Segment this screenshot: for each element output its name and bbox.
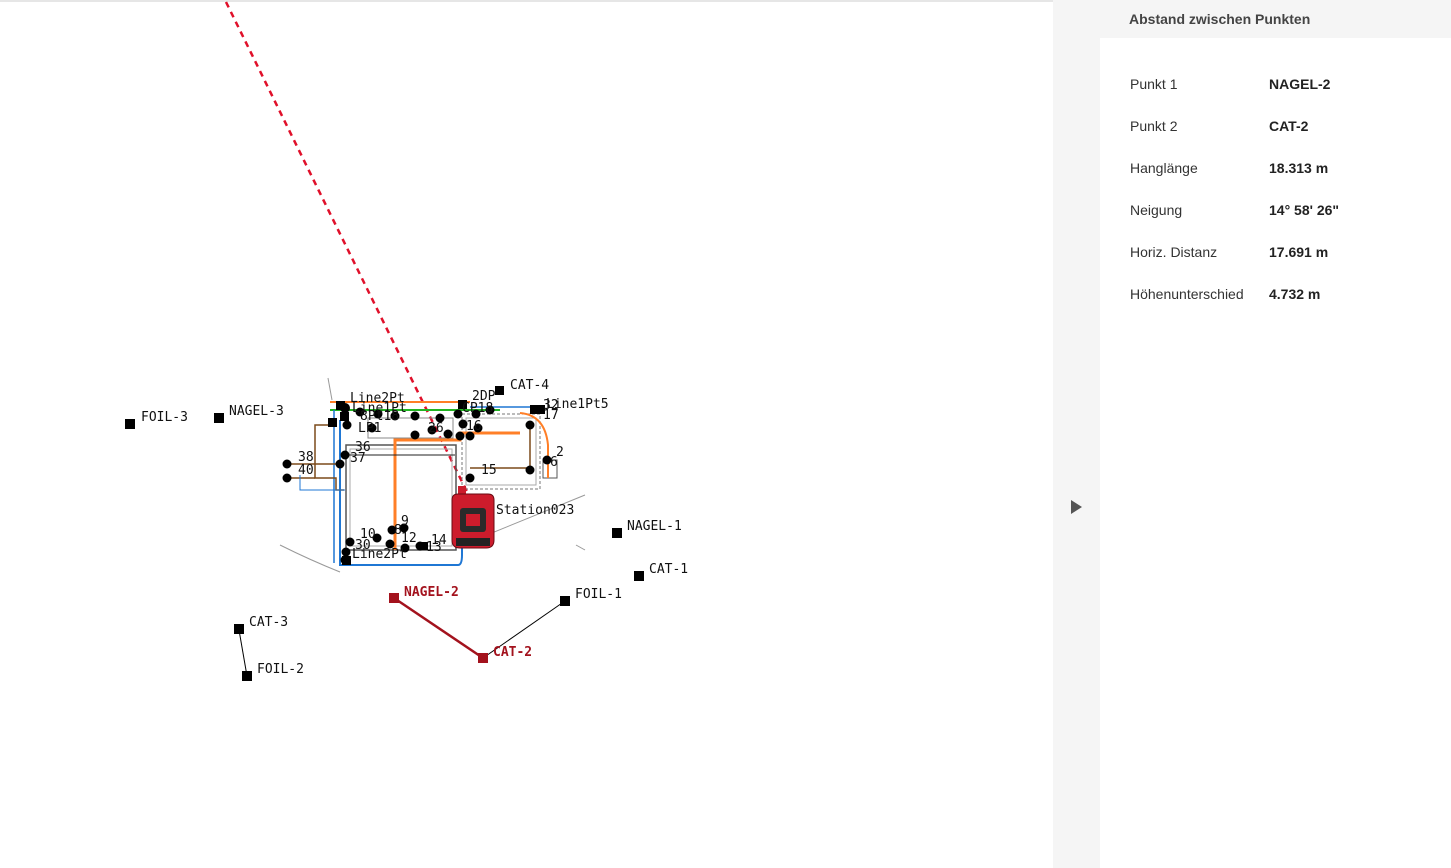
info-value: 14° 58' 26" (1269, 202, 1340, 218)
boundary-line (327, 377, 333, 401)
info-value: NAGEL-2 (1269, 76, 1331, 92)
info-label: Hanglänge (1130, 160, 1198, 176)
point-label: CAT-3 (249, 615, 288, 630)
info-row-horiz-distanz: Horiz. Distanz 17.691 m (1130, 242, 1328, 262)
svg-text:26: 26 (428, 421, 444, 436)
info-value: CAT-2 (1269, 118, 1309, 134)
map-canvas[interactable]: Line2Pt Line1Pt 8Pt18 2DP CP18 26 16 LP1… (0, 0, 1053, 868)
svg-text:Line2Pt: Line2Pt (352, 547, 407, 562)
point-number: 6 (550, 455, 558, 470)
svg-text:LP1: LP1 (358, 421, 381, 436)
svg-text:CP18: CP18 (462, 401, 493, 416)
control-point-nagel-3[interactable]: NAGEL-3 (214, 404, 284, 423)
point-label: NAGEL-2 (404, 585, 459, 600)
info-row-neigung: Neigung 14° 58' 26" (1130, 200, 1339, 220)
info-label: Punkt 2 (1130, 118, 1178, 134)
info-label: Höhenunterschied (1130, 286, 1244, 302)
point-number: 13 (426, 540, 442, 555)
info-label: Horiz. Distanz (1130, 244, 1218, 260)
svg-text:16: 16 (466, 419, 482, 434)
point-label: CAT-1 (649, 562, 688, 577)
point-label: FOIL-3 (141, 410, 188, 425)
control-point-nagel-1[interactable]: NAGEL-1 (612, 519, 682, 538)
point-number: 12 (401, 531, 417, 546)
control-point-cat-4[interactable]: CAT-4 (495, 378, 549, 395)
info-row-hoehenunterschied: Höhenunterschied 4.732 m (1130, 284, 1320, 304)
control-point-foil-2[interactable]: FOIL-2 (242, 662, 304, 681)
point-number: 38 (298, 450, 314, 465)
point-number: 8 (394, 523, 402, 538)
sight-line (224, 1, 472, 499)
control-point-cat-1[interactable]: CAT-1 (634, 562, 688, 581)
point-number: 30 (355, 538, 371, 553)
svg-text:Line1Pt: Line1Pt (352, 401, 407, 416)
total-station-icon[interactable] (451, 486, 495, 549)
info-label: Punkt 1 (1130, 76, 1178, 92)
svg-text:Line2Pt: Line2Pt (350, 391, 405, 406)
svg-text:2DP: 2DP (472, 389, 496, 404)
boundary-line (575, 544, 586, 551)
point-number: 40 (298, 463, 314, 478)
control-point-cat-2[interactable]: CAT-2 (478, 645, 532, 663)
control-point-foil-1[interactable]: FOIL-1 (560, 587, 622, 606)
svg-text:8Pt18: 8Pt18 (360, 409, 399, 424)
survey-point-cluster[interactable] (282, 403, 552, 565)
info-row-punkt-1: Punkt 1 NAGEL-2 (1130, 74, 1330, 94)
point-label: FOIL-1 (575, 587, 622, 602)
point-label: NAGEL-3 (229, 404, 284, 419)
panel-gutter (1053, 0, 1100, 868)
control-point-foil-3[interactable]: FOIL-3 (125, 410, 188, 429)
info-row-hanglaenge: Hanglänge 18.313 m (1130, 158, 1328, 178)
control-point-cluster[interactable] (328, 400, 545, 565)
control-point-nagel-2[interactable]: NAGEL-2 (389, 585, 459, 603)
station-label: Station023 (496, 503, 574, 518)
utility-line-blue (339, 420, 463, 566)
info-row-punkt-2: Punkt 2 CAT-2 (1130, 116, 1308, 136)
connector-line (482, 600, 566, 659)
point-label: NAGEL-1 (627, 519, 682, 534)
line-label: Line1Pt5 (546, 397, 609, 412)
info-panel: Abstand zwischen Punkten Punkt 1 NAGEL-2… (1100, 0, 1451, 868)
control-point-cat-3[interactable]: CAT-3 (234, 615, 288, 634)
info-value: 4.732 m (1269, 286, 1321, 302)
info-label: Neigung (1130, 202, 1183, 218)
point-number: 17 (543, 408, 559, 423)
utility-line-blue (299, 475, 345, 491)
connector-line (238, 629, 248, 677)
point-number: 10 (360, 527, 376, 542)
line-label: 32 (543, 398, 559, 413)
point-label: CAT-2 (493, 645, 532, 660)
point-number: 15 (481, 463, 497, 478)
survey-drawing[interactable]: Line2Pt Line1Pt 8Pt18 2DP CP18 26 16 LP1… (0, 0, 1053, 868)
point-number: 2 (556, 445, 564, 460)
point-label: FOIL-2 (257, 662, 304, 677)
point-number: 14 (431, 533, 447, 548)
measurement-line (393, 596, 484, 660)
point-label: CAT-4 (510, 378, 549, 393)
utility-line-orange (519, 412, 549, 478)
map-top-border (0, 0, 1053, 2)
collapse-arrow-icon[interactable] (1068, 497, 1086, 517)
info-value: 18.313 m (1269, 160, 1329, 176)
cluster-labels: Line2Pt Line1Pt 8Pt18 2DP CP18 26 16 LP1… (298, 389, 564, 562)
point-number: 36 (355, 440, 371, 455)
panel-title: Abstand zwischen Punkten (1100, 0, 1451, 38)
point-number: 9 (401, 514, 409, 529)
point-number: 37 (350, 451, 366, 466)
boundary-line (279, 544, 341, 573)
info-value: 17.691 m (1269, 244, 1329, 260)
